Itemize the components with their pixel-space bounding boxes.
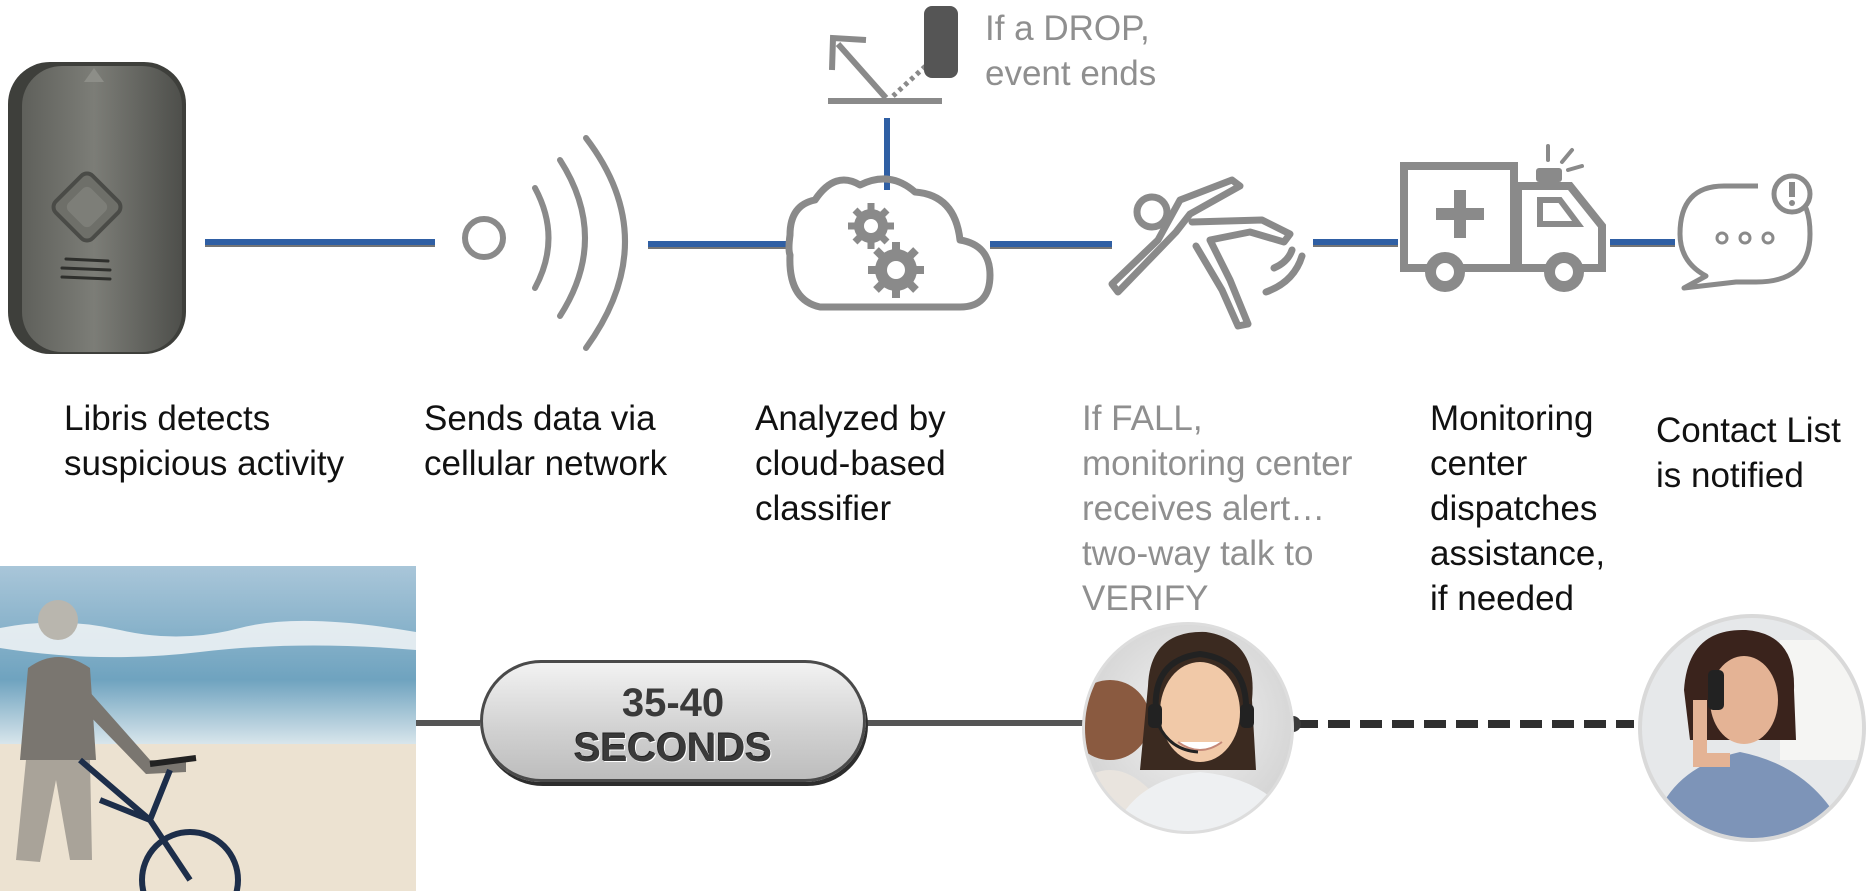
chat-alert-icon xyxy=(1677,173,1813,291)
step-label-line: Libris detects xyxy=(64,399,271,438)
agent-photo xyxy=(1082,622,1294,834)
step-label-dispatch: Monitoring center dispatches assistance,… xyxy=(1430,396,1605,621)
step-label-line: Sends data via xyxy=(424,399,656,438)
wireless-signal-icon xyxy=(462,135,628,351)
step-label-contact: Contact List is notified xyxy=(1656,408,1841,498)
step-label-line: classifier xyxy=(755,489,892,528)
step-label-send: Sends data via cellular network xyxy=(424,396,667,486)
step-label-line: receives alert… xyxy=(1082,489,1326,528)
step-label-line: Contact List xyxy=(1656,411,1841,450)
step-label-line: suspicious activity xyxy=(64,444,345,483)
drop-icon xyxy=(828,6,958,104)
step-label-analyze: Analyzed by cloud-based classifier xyxy=(755,396,946,531)
contact-photo xyxy=(1638,614,1866,842)
step-label-line: If FALL, xyxy=(1082,399,1203,438)
timer-pill: 35-40 SECONDS xyxy=(480,660,866,782)
drop-note-line: If a DROP, xyxy=(985,9,1150,48)
drop-note: If a DROP, event ends xyxy=(985,6,1156,96)
step-label-line: monitoring center xyxy=(1082,444,1353,483)
step-label-line: cellular network xyxy=(424,444,668,483)
step-label-line: cloud-based xyxy=(755,444,946,483)
cloud-gears-icon xyxy=(785,175,994,311)
step-label-line: dispatches xyxy=(1430,489,1598,528)
device-icon xyxy=(8,62,186,354)
step-label-line: VERIFY xyxy=(1082,579,1209,618)
step-label-line: two-way talk to xyxy=(1082,534,1314,573)
fall-icon xyxy=(1108,176,1306,330)
step-label-line: if needed xyxy=(1430,579,1575,618)
step-label-detect: Libris detects suspicious activity xyxy=(64,396,344,486)
step-label-line: Monitoring xyxy=(1430,399,1594,438)
step-label-line: assistance, xyxy=(1430,534,1606,573)
step-label-line: is notified xyxy=(1656,456,1804,495)
step-label-line: Analyzed by xyxy=(755,399,946,438)
timer-unit: SECONDS xyxy=(574,726,772,770)
timer-value: 35-40 xyxy=(621,681,725,725)
drop-note-line: event ends xyxy=(985,54,1157,93)
ambulance-icon xyxy=(1400,144,1606,292)
beach-photo xyxy=(0,566,416,891)
step-label-fall: If FALL, monitoring center receives aler… xyxy=(1082,396,1352,621)
timeline xyxy=(416,716,1634,732)
connector-lines xyxy=(205,118,1675,247)
step-label-line: center xyxy=(1430,444,1528,483)
